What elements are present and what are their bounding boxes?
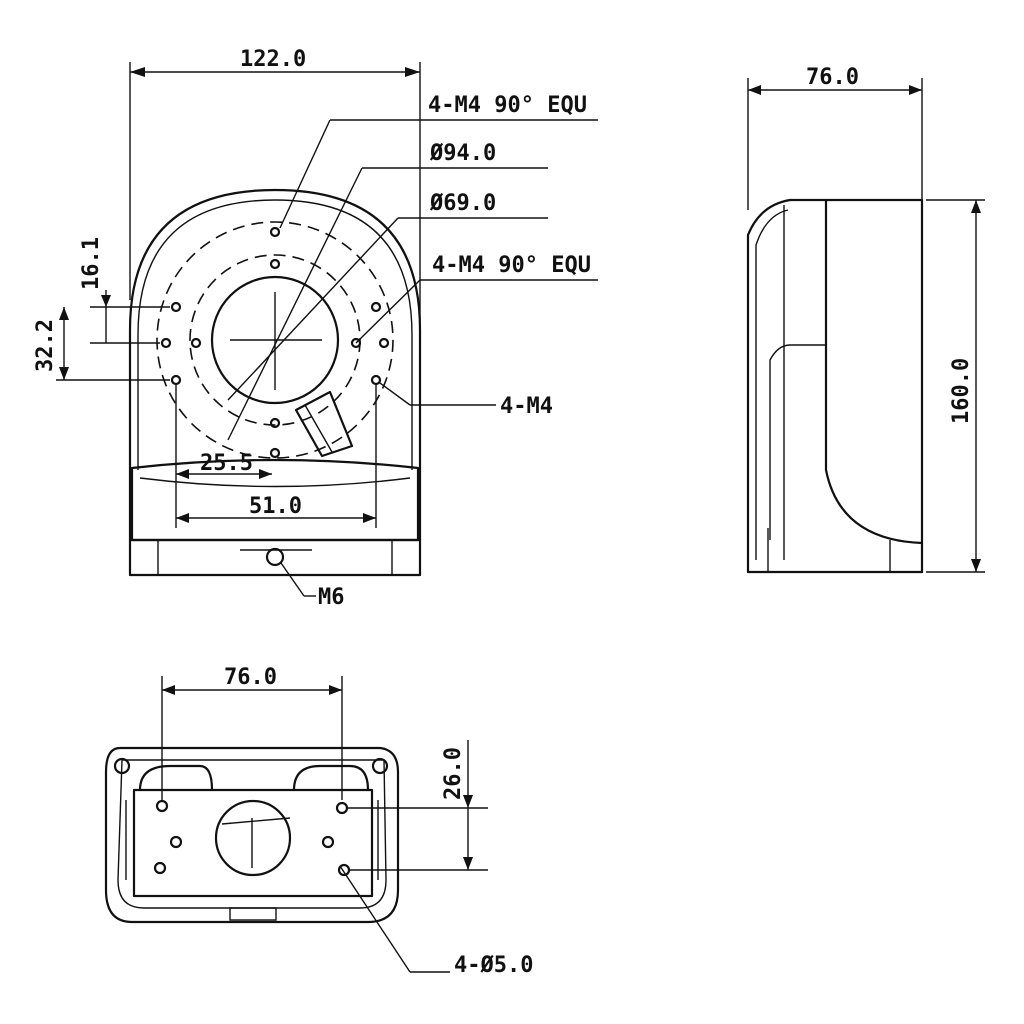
hole [170,301,182,313]
hole-m6 [265,547,285,567]
hole [335,801,349,815]
hole [370,301,382,313]
bottom-center-line-h [221,817,291,825]
leader-line [280,562,305,597]
dim-front-width: 122.0 [240,47,306,72]
leader-line [279,119,331,229]
leader-line [339,865,411,973]
arrowhead [259,469,272,479]
hole [155,799,169,813]
dim-vertical-large: 32.2 [33,319,58,372]
callout-outer-holes: 4-M4 90° EQU [428,93,587,118]
dim-bottom-width: 76.0 [224,665,277,690]
hole [370,374,382,386]
leader-line [227,167,363,441]
front-shelf-curve [139,477,411,488]
bottom-slot-left [138,764,214,792]
hole [169,835,183,849]
callout-m6: M6 [318,585,345,610]
arrowhead [176,513,189,523]
front-cable-gland [294,390,354,458]
front-dashed-circle-outer [156,221,394,459]
hole [378,337,390,349]
bottom-slot-right [292,764,370,792]
arrowhead [971,559,981,572]
bottom-body-outline [104,746,400,924]
hole [269,417,281,429]
arrowhead [101,295,111,307]
hole [350,337,362,349]
side-front-curve-2 [769,344,826,540]
hole [269,447,281,459]
bottom-tab [229,907,277,921]
side-front-curve [755,209,789,560]
dim-bottom-height: 26.0 [441,747,466,800]
arrowhead [59,367,69,380]
hole [190,337,202,349]
arrowhead [162,685,175,695]
front-body-outline [128,188,422,577]
front-cable-gland-inner [304,404,333,453]
arrowhead [329,685,342,695]
arrowhead [748,85,761,95]
callout-inner-holes: 4-M4 90° EQU [432,253,591,278]
callout-dia-inner: Ø69.0 [429,191,496,216]
arrowhead [405,67,420,77]
bottom-plate [132,788,374,898]
bottom-corner-screw-left [113,757,131,775]
arrowhead [176,469,189,479]
bottom-center-hole [214,799,292,877]
hole [269,258,281,270]
leader-line [227,217,399,401]
dim-side-depth: 76.0 [806,65,859,90]
arrowhead [130,67,145,77]
hole [170,374,182,386]
arrowhead [363,513,376,523]
arrowhead [971,200,981,213]
bottom-view: 76.0 26.0 4-Ø5.0 [104,665,533,978]
bottom-corner-screw-right [371,757,389,775]
callout-dia-outer: Ø94.0 [429,141,496,166]
hole [269,226,281,238]
bottom-inner-outline [117,759,387,909]
hole [153,861,167,875]
front-center-hole [210,275,340,405]
callout-side-holes: 4-M4 [500,394,553,419]
front-shelf [130,458,420,542]
front-holes [160,226,390,567]
front-view: 122.0 4-M4 90° EQU Ø94.0 Ø69.0 4-M4 90° … [33,47,598,610]
hole [160,337,172,349]
dim-vertical-small: 16.1 [79,237,104,290]
leader-line [355,279,421,344]
callout-bottom-holes: 4-Ø5.0 [454,953,533,978]
hole [321,835,335,849]
arrowhead [909,85,922,95]
dim-width-inner: 51.0 [249,494,302,519]
arrowhead [463,857,473,870]
arrowhead [463,795,473,808]
side-view: 76.0 160.0 [746,65,985,574]
dim-half-width: 25.5 [200,451,253,476]
dim-side-height: 160.0 [949,358,974,424]
leader-line [379,382,411,406]
side-body-outline [746,198,924,574]
front-body-inner-edge [137,199,413,470]
arrowhead [59,307,69,320]
